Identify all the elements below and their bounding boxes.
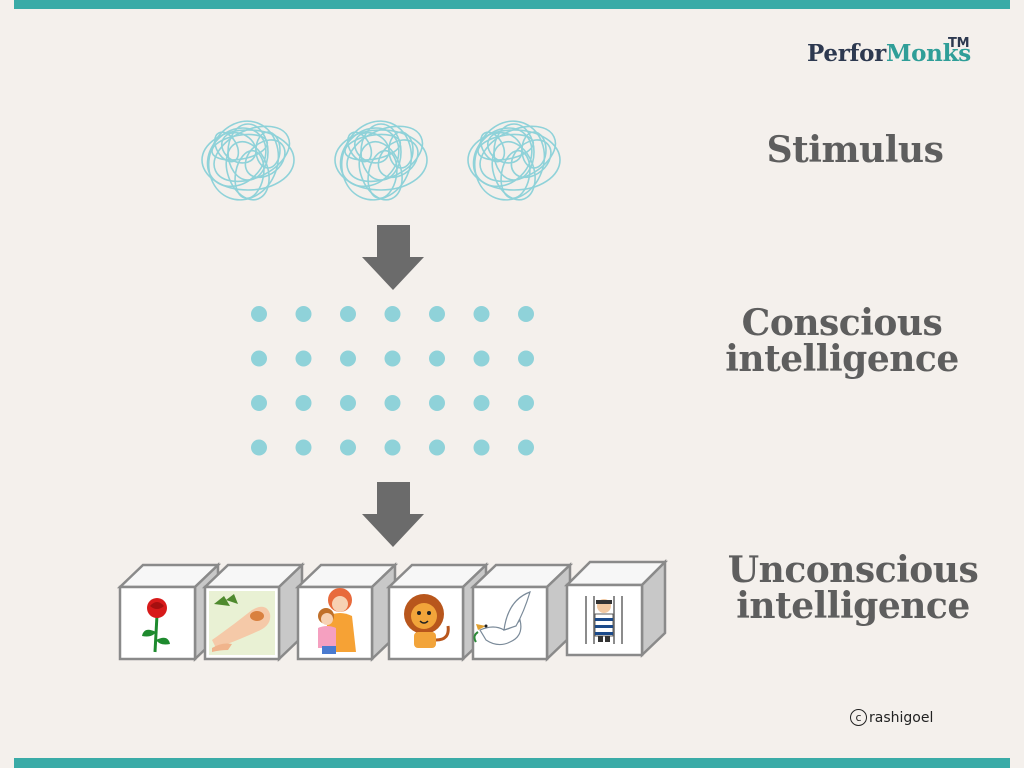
stage-label-line: intelligence [736, 585, 970, 627]
dot [340, 395, 356, 411]
trademark-mark: TM [948, 36, 970, 51]
copyright-icon: c [850, 709, 867, 726]
memory-box [563, 558, 669, 658]
dot [384, 350, 401, 367]
scribble-icon [460, 110, 565, 211]
top-accent-bar [14, 0, 1010, 9]
dot [251, 350, 267, 367]
dot [295, 350, 312, 367]
dot [429, 395, 445, 411]
rose-icon [142, 598, 170, 653]
dot [251, 306, 267, 322]
memory-boxes [116, 558, 669, 662]
brand-logo: PerforMonks TM [807, 36, 971, 67]
dot [473, 395, 490, 411]
lion-icon [404, 594, 450, 648]
dot [295, 306, 312, 322]
dot [518, 306, 534, 322]
dot [518, 350, 534, 367]
dot [295, 395, 312, 411]
dot-grid [251, 306, 534, 456]
memory-box [385, 562, 490, 662]
stage-label-line: intelligence [725, 338, 959, 380]
dot [473, 439, 490, 456]
memory-box [294, 562, 399, 662]
dot [429, 350, 445, 367]
scribble-icon [327, 110, 432, 211]
brand-name-part2: Monks [885, 40, 971, 67]
brand-name-part1: Perfor [807, 40, 886, 67]
dot [384, 439, 401, 456]
stage-label-stimulus: Stimulus [742, 132, 968, 168]
dot [429, 439, 445, 456]
wounded-arm-icon [209, 591, 275, 655]
memory-box [469, 562, 574, 662]
scribble-icon [194, 110, 299, 211]
dot [340, 439, 356, 456]
credit-name: rashigoel [869, 709, 934, 726]
prisoner-icon [585, 596, 623, 644]
stage-label-line: Conscious [741, 302, 943, 344]
stage-label-conscious: Conscious intelligence [722, 305, 962, 377]
memory-box [116, 562, 222, 662]
dot [340, 350, 356, 367]
dot [340, 306, 356, 322]
down-arrow-icon [362, 225, 424, 290]
copyright-credit: c rashigoel [850, 709, 933, 726]
stage-label-line: Stimulus [766, 129, 944, 171]
stage-label-line: Unconscious [727, 549, 979, 591]
mother-child-hug-icon [318, 588, 356, 654]
stimulus-scribbles [194, 110, 565, 211]
dot [384, 395, 401, 411]
dot [518, 439, 534, 456]
down-arrow-icon [362, 482, 424, 547]
dot [473, 350, 490, 367]
dot [251, 395, 267, 411]
dot [384, 306, 401, 322]
dot [518, 395, 534, 411]
dot [295, 439, 312, 456]
dove-icon [473, 591, 531, 646]
stage-label-unconscious: Unconscious intelligence [722, 552, 984, 624]
dot [473, 306, 490, 322]
memory-box [201, 562, 306, 662]
dot [251, 439, 267, 456]
bottom-accent-bar [14, 758, 1010, 768]
dot [429, 306, 445, 322]
